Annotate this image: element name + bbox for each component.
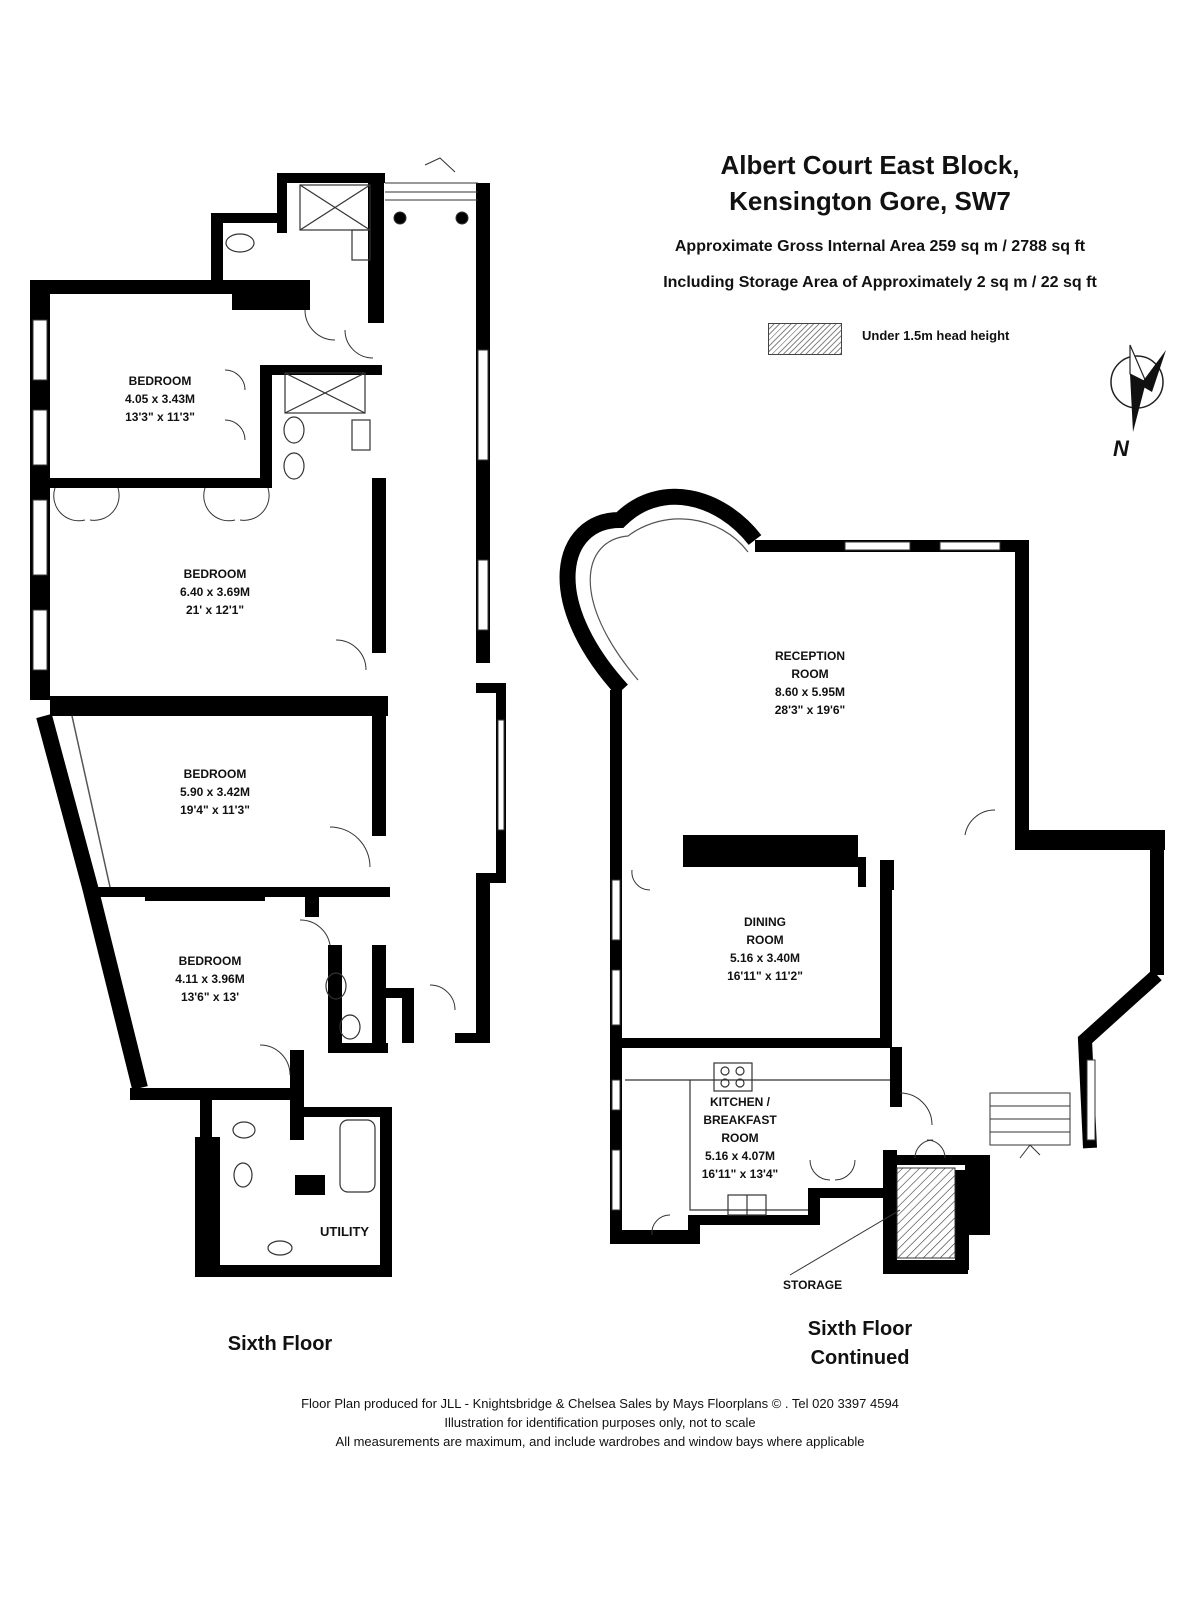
room-label-bedroom-3: BEDROOM 5.90 x 3.42M 19'4" x 11'3" [179,767,251,817]
floor-label-right-line2: Continued [810,1347,910,1369]
floor-label-right-line1: Sixth Floor [807,1318,913,1340]
gross-area-text: Approximate Gross Internal Area 259 sq m… [674,238,1086,255]
footer-measurements-note: All measurements are maximum, and includ… [335,1434,865,1449]
left-door-swings [53,309,456,1076]
left-sanitary-fixtures [225,184,376,1256]
left-wing-walls [30,173,506,1277]
left-stairs [385,157,478,225]
right-angled-wall [1077,969,1162,1149]
footer-credit: Floor Plan produced for JLL - Knightsbri… [301,1396,899,1411]
room-label-bedroom-4: BEDROOM 4.11 x 3.96M 13'6" x 13' [175,954,245,1004]
left-windows [32,319,505,831]
room-label-dining: DINING ROOM 5.16 x 3.40M 16'11" x 11'2" [727,915,803,983]
room-label-storage: STORAGE [783,1278,843,1292]
storage-hatched-area [896,1167,956,1259]
footer-disclaimer: Illustration for identification purposes… [444,1415,756,1430]
property-title-line1: Albert Court East Block, [720,150,1020,180]
north-compass-icon [1110,344,1166,432]
left-curved-wall [36,713,148,1090]
room-label-utility: UTILITY [320,1224,370,1239]
floor-label-left: Sixth Floor [227,1333,333,1355]
legend-label: Under 1.5m head height [862,328,1010,343]
property-title-line2: Kensington Gore, SW7 [729,186,1011,216]
room-label-reception: RECEPTION ROOM 8.60 x 5.95M 28'3" x 19'6… [774,649,846,717]
right-stairs [989,1092,1071,1159]
legend-hatch-swatch [768,323,842,355]
room-label-bedroom-2: BEDROOM 6.40 x 3.69M 21' x 12'1" [179,567,251,617]
storage-area-text: Including Storage Area of Approximately … [663,274,1097,291]
room-label-kitchen: KITCHEN / BREAKFAST ROOM 5.16 x 4.07M 16… [701,1095,779,1181]
north-letter: N [1113,436,1129,461]
right-windows [611,541,1096,1211]
kitchen-fixtures [625,1062,890,1216]
right-door-swings [631,809,996,1236]
room-label-bedroom-1: BEDROOM 4.05 x 3.43M 13'3" x 11'3" [124,374,196,424]
reception-bay-wall [559,488,762,696]
